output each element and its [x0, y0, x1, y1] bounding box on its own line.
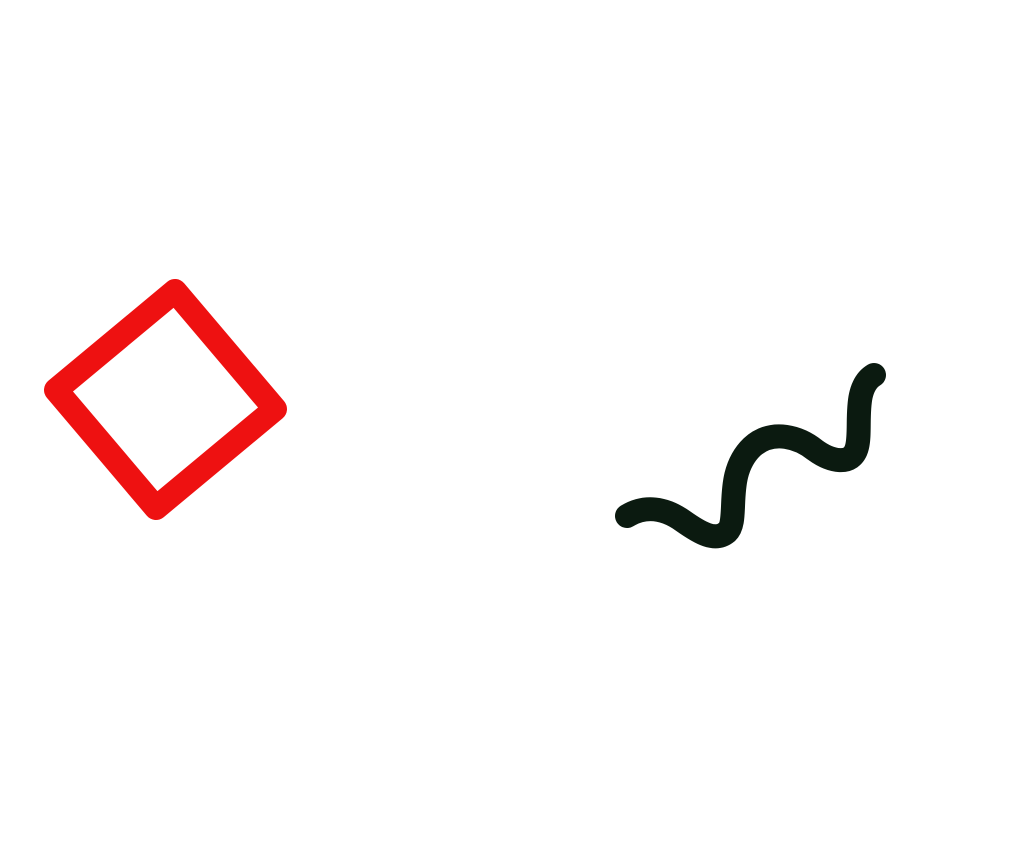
black-wavy-line — [615, 363, 886, 549]
red-square-outline — [44, 279, 287, 520]
